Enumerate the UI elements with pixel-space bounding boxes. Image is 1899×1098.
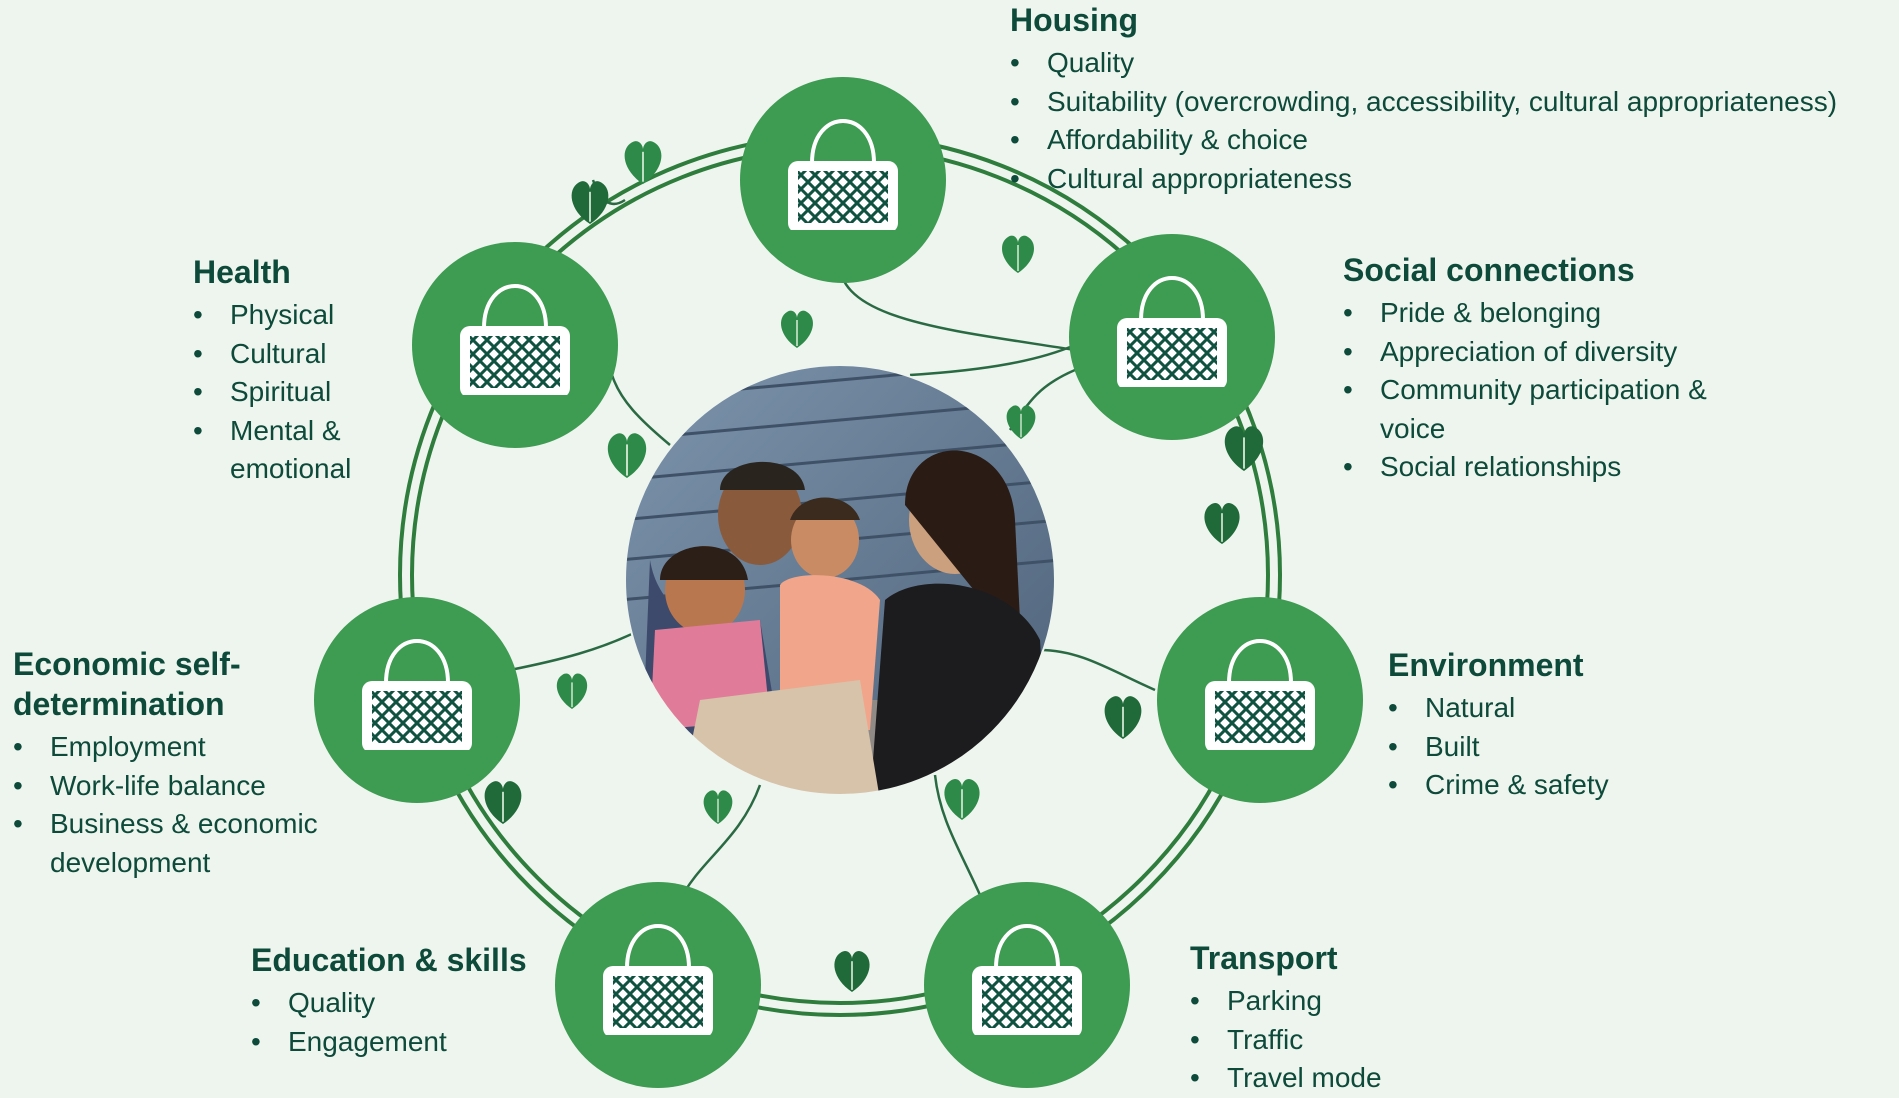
leaf-icon — [833, 950, 871, 993]
node-transport — [924, 882, 1130, 1088]
domain-title: Economic self-determination — [13, 646, 241, 722]
list-item: Employment — [13, 728, 343, 767]
domain-list: Quality Engagement — [251, 984, 581, 1061]
domain-list: Pride & belonging Appreciation of divers… — [1343, 294, 1763, 487]
domain-title: Transport — [1190, 940, 1338, 976]
domain-economic-self-determination: Economic self-determination Employment W… — [13, 644, 343, 882]
domain-title: Social connections — [1343, 252, 1635, 288]
node-social-connections — [1069, 234, 1275, 440]
list-item: Natural — [1388, 689, 1688, 728]
list-item: Parking — [1190, 982, 1520, 1021]
domain-title: Housing — [1010, 2, 1138, 38]
node-housing — [740, 77, 946, 283]
list-item: Mental & emotional — [193, 412, 380, 489]
list-item: Crime & safety — [1388, 766, 1688, 805]
list-item: Suitability (overcrowding, accessibility… — [1010, 83, 1890, 122]
domain-education-skills: Education & skills Quality Engagement — [251, 940, 581, 1061]
node-environment — [1157, 597, 1363, 803]
list-item: Social relationships — [1343, 448, 1763, 487]
node-education — [555, 882, 761, 1088]
leaf-icon — [1005, 404, 1037, 440]
list-item: Travel mode — [1190, 1059, 1520, 1098]
leaf-icon — [1103, 695, 1143, 740]
leaf-icon — [606, 432, 648, 479]
list-item: Cultural appropriateness — [1010, 160, 1890, 199]
node-health — [412, 242, 618, 448]
leaf-icon — [556, 672, 588, 710]
domain-title: Environment — [1388, 647, 1584, 683]
domain-list: Physical Cultural Spiritual Mental & emo… — [193, 296, 423, 489]
leaf-icon — [483, 780, 523, 825]
leaf-icon — [1203, 502, 1241, 545]
list-item: Physical — [193, 296, 423, 335]
family-photo — [625, 365, 1055, 795]
list-item: Cultural — [193, 335, 423, 374]
list-item: Business & economic development — [13, 805, 340, 882]
domain-transport: Transport Parking Traffic Travel mode — [1190, 938, 1520, 1098]
node-economic — [314, 597, 520, 803]
leaf-icon — [702, 789, 734, 825]
domain-title: Education & skills — [251, 942, 527, 978]
domain-list: Employment Work-life balance Business & … — [13, 728, 343, 882]
list-item: Community participation & voice — [1343, 371, 1740, 448]
list-item: Appreciation of diversity — [1343, 333, 1763, 372]
domain-environment: Environment Natural Built Crime & safety — [1388, 645, 1688, 805]
leaf-icon — [780, 309, 814, 349]
domain-title: Health — [193, 254, 291, 290]
domain-list: Parking Traffic Travel mode — [1190, 982, 1520, 1098]
domain-social-connections: Social connections Pride & belonging App… — [1343, 250, 1763, 487]
list-item: Quality — [251, 984, 581, 1023]
list-item: Spiritual — [193, 373, 423, 412]
list-item: Built — [1388, 728, 1688, 767]
list-item: Affordability & choice — [1010, 121, 1890, 160]
leaf-icon — [1001, 234, 1035, 274]
leaf-icon — [943, 778, 981, 821]
domain-list: Quality Suitability (overcrowding, acces… — [1010, 44, 1890, 198]
domain-health: Health Physical Cultural Spiritual Menta… — [193, 252, 423, 489]
list-item: Engagement — [251, 1023, 581, 1062]
domain-housing: Housing Quality Suitability (overcrowdin… — [1010, 0, 1890, 198]
domain-list: Natural Built Crime & safety — [1388, 689, 1688, 805]
list-item: Quality — [1010, 44, 1890, 83]
list-item: Traffic — [1190, 1021, 1520, 1060]
list-item: Work-life balance — [13, 767, 343, 806]
list-item: Pride & belonging — [1343, 294, 1763, 333]
